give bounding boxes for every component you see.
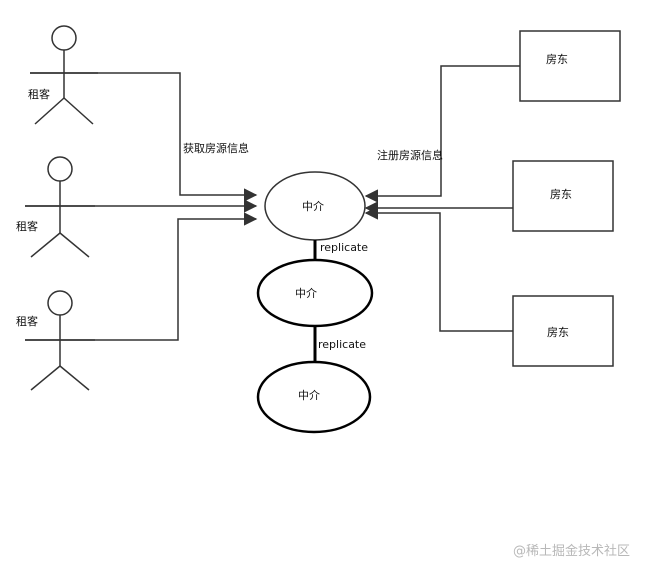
agent-label-3: 中介 [298,389,320,402]
landlord-label-2: 房东 [550,188,572,201]
agent-label-1: 中介 [302,200,324,213]
tenant-head-icon [51,25,77,51]
tenant1-to-agent-arrow [30,72,258,202]
get-info-label: 获取房源信息 [183,141,249,155]
landlord-box-2 [512,160,614,232]
agent-label-2: 中介 [295,287,317,300]
tenant-head-icon [47,156,73,182]
tenant-label-1: 租客 [28,87,50,101]
tenant-label-3: 租客 [16,314,38,328]
landlord-label-3: 房东 [547,326,569,339]
tenant-actor-1 [30,25,98,125]
tenant3-to-agent-arrow [25,212,258,341]
register-info-label: 注册房源信息 [377,148,443,162]
landlord-label-1: 房东 [546,53,568,66]
tenant-actor-2 [25,156,95,258]
landlord3-to-agent-arrow [364,206,513,332]
tenant-label-2: 租客 [16,219,38,233]
replicate-label-2: replicate [318,338,366,351]
replicate-label-1: replicate [320,241,368,254]
watermark: @稀土掘金技术社区 [513,543,630,559]
landlord1-to-agent-arrow [364,65,520,203]
tenant-head-icon [47,290,73,316]
landlord-box-1 [519,30,621,102]
agent-node-replica-2 [256,360,372,434]
